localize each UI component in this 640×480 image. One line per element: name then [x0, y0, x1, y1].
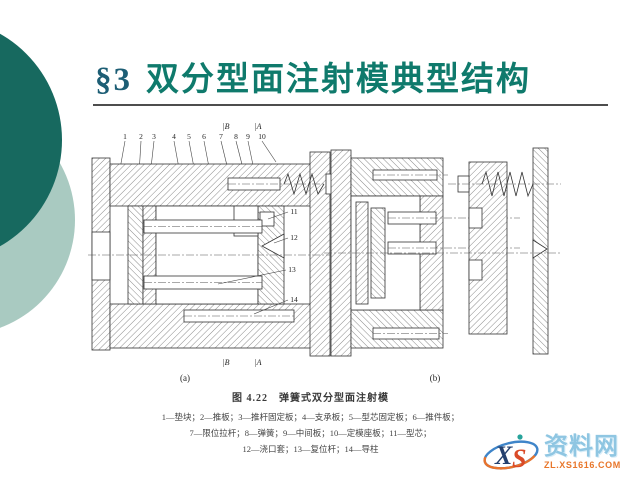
view-a-label: (a) — [180, 373, 190, 383]
mold-structure-diagram: |B |A 1 2 3 4 5 6 7 8 9 10 — [88, 122, 561, 383]
section-mark-b-bottom: |B — [222, 358, 229, 367]
watermark-text: 资料网 ZL.XS1616.COM — [544, 432, 621, 470]
section-mark-a-top: |A — [254, 122, 261, 131]
section-mark-b-top: |B — [222, 122, 229, 131]
part-number-1: 1 — [123, 132, 127, 141]
figure-legend-line-1: 1—垫块；2—推板；3—推杆固定板；4—支承板；5—型芯固定板；6—推件板； — [161, 412, 460, 422]
figure-caption: 图 4.22 弹簧式双分型面注射模 1—垫块；2—推板；3—推杆固定板；4—支承… — [88, 389, 533, 457]
view-a-drawing: |B |A 1 2 3 4 5 6 7 8 9 10 — [88, 122, 338, 383]
part-number-12: 12 — [290, 233, 298, 242]
page-title-section-number: §3 — [95, 62, 132, 98]
logo-dot — [517, 434, 523, 440]
title-underline — [93, 104, 608, 106]
page-title-text: 双分型面注射模典型结构 — [146, 62, 531, 98]
watermark-site-name: 资料网 — [544, 432, 619, 460]
part-number-13: 13 — [288, 265, 296, 274]
watermark-logo: X S — [483, 434, 539, 473]
part-number-10: 10 — [258, 132, 266, 141]
part-number-3: 3 — [152, 132, 156, 141]
watermark: X S 资料网 ZL.XS1616.COM — [482, 429, 621, 475]
view-b-drawing: (b) — [324, 147, 561, 383]
page-title: §3 双分型面注射模典型结构 — [95, 52, 531, 100]
part-number-6: 6 — [202, 132, 206, 141]
figure-caption-title: 图 4.22 弹簧式双分型面注射模 — [232, 393, 389, 404]
logo-letter-x: X — [494, 441, 513, 470]
part-number-2: 2 — [139, 132, 143, 141]
watermark-site-url: ZL.XS1616.COM — [544, 459, 621, 470]
logo-letter-s: S — [512, 444, 526, 473]
leader-lines-side — [217, 211, 289, 315]
part-number-11: 11 — [290, 207, 297, 216]
part-number-4: 4 — [172, 132, 176, 141]
view-b-label: (b) — [430, 373, 441, 383]
section-mark-a-bottom: |A — [254, 358, 261, 367]
part-number-14: 14 — [290, 295, 298, 304]
figure-legend-line-3: 12—浇口套；13—复位杆；14—导柱 — [242, 444, 379, 454]
part-number-8: 8 — [234, 132, 238, 141]
part-number-9: 9 — [246, 132, 250, 141]
figure-legend-line-2: 7—限位拉杆；8—弹簧；9—中间板；10—定模座板；11—型芯； — [189, 428, 432, 438]
part-number-7: 7 — [219, 132, 223, 141]
part-number-5: 5 — [187, 132, 191, 141]
